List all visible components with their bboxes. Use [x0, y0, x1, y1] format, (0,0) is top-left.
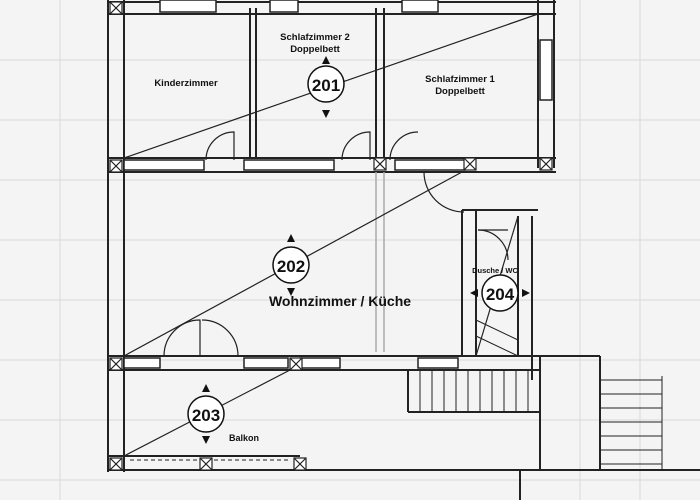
room-marker-204: 204 [470, 274, 530, 312]
room-label-wohnzimmer: Wohnzimmer / Küche [269, 293, 411, 309]
windows [123, 0, 553, 369]
room-label-balkon: Balkon [229, 433, 259, 443]
room-number-202: 202 [277, 257, 305, 276]
room-marker-203: 203 [187, 384, 225, 444]
room-marker-201: 201 [307, 56, 345, 118]
walls [107, 0, 700, 500]
pillars [109, 1, 553, 471]
room-number-201: 201 [312, 76, 340, 95]
room-label-dusche: Dusche / WC [472, 266, 518, 275]
room-label-schlafzimmer-2-name: Schlafzimmer 2 [280, 32, 350, 43]
room-number-204: 204 [486, 285, 515, 304]
room-label-schlafzimmer-1-bed: Doppelbett [435, 86, 485, 97]
room-label-schlafzimmer-2-bed: Doppelbett [290, 44, 340, 55]
room-label-kinderzimmer: Kinderzimmer [154, 78, 218, 89]
room-marker-202: 202 [272, 234, 310, 296]
stairs [419, 319, 663, 470]
room-number-203: 203 [192, 406, 220, 425]
door-swings [163, 131, 509, 357]
room-label-schlafzimmer-1-name: Schlafzimmer 1 [425, 74, 495, 85]
